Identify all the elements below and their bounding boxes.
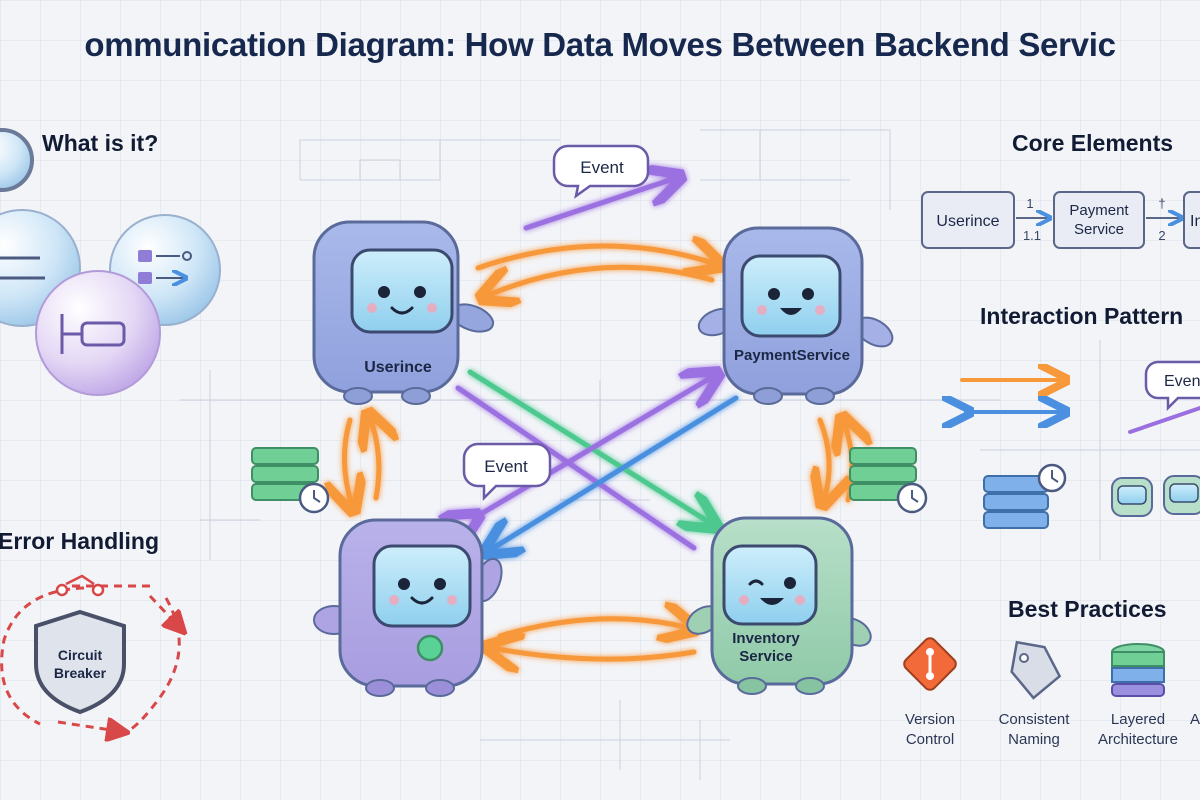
arrow-cross-purple-up [474, 376, 714, 518]
user-service-label: Userince [364, 359, 432, 376]
interaction-patterns-illustration: Even [962, 360, 1200, 434]
breaker-label: Breaker [54, 665, 107, 681]
inventory-label-line2: Service [739, 648, 792, 665]
core-box-payment [1053, 191, 1145, 249]
shield-icon [34, 609, 126, 715]
payment-service-label: PaymentService [734, 347, 850, 364]
heading-interaction-patterns: Interaction Pattern [980, 303, 1184, 329]
svg-text:In: In [1190, 213, 1200, 230]
event-bubble-top: Event [552, 144, 650, 199]
magnifier-icon [0, 128, 34, 192]
event-patterns-label: Even [1164, 373, 1200, 390]
page-title: ommunication Diagram: How Data Moves Bet… [84, 26, 1116, 63]
core-box-userince [921, 191, 1015, 249]
arrow-payment-to-user [486, 264, 715, 296]
arrow-user-to-service-left [344, 417, 352, 506]
heading-error-handling: Error Handling [0, 528, 160, 554]
svg-text:Payment: Payment [1069, 202, 1129, 219]
circuit-label: Circuit [58, 647, 103, 663]
robot-bottom-left-service [313, 518, 503, 697]
event-top-label: Event [580, 158, 624, 177]
pattern-event-arrow [1128, 406, 1200, 434]
arrow-user-to-payment [475, 246, 716, 268]
patterns-mini-robots [1111, 475, 1200, 517]
main-arrows [344, 178, 852, 659]
heading-what-is-it: What is it? [42, 130, 159, 156]
arrow-cross-blue [490, 395, 739, 550]
robot-payment-service: PaymentService [697, 226, 894, 405]
heading-core-elements: Core Elements [1012, 130, 1174, 156]
arrow-inventory-to-service [492, 648, 697, 659]
best-practice-partial: A [1190, 711, 1200, 728]
arrow-service-to-inventory [497, 619, 690, 636]
database-stack-icon [1111, 643, 1165, 697]
core-elements-diagram: Userince 1 1.1 Payment Service † 2 In [921, 191, 1200, 249]
git-diamond-icon [903, 637, 957, 691]
best-practice-version-control: Version Control [904, 711, 956, 748]
svg-text:1: 1 [1026, 196, 1033, 211]
event-bubble-center: Event [462, 442, 552, 502]
database-left-icon [251, 447, 330, 514]
svg-text:†: † [1158, 196, 1165, 211]
what-is-it-illustration [0, 128, 221, 396]
database-right-icon [849, 447, 928, 514]
svg-text:2: 2 [1158, 228, 1165, 243]
inventory-label-line1: Inventory [732, 630, 800, 647]
robot-user-service: Userince [312, 220, 495, 405]
svg-text:1.1: 1.1 [1023, 228, 1041, 243]
robot-inventory-service: Inventory Service [686, 516, 872, 695]
svg-text:Service: Service [1074, 221, 1124, 238]
tag-icon [1010, 640, 1062, 700]
bubble-component-icon [35, 270, 161, 396]
heading-best-practices: Best Practices [1008, 596, 1167, 622]
svg-text:Userince: Userince [936, 213, 999, 230]
switch-icon [55, 574, 105, 597]
core-box-partial [1183, 191, 1200, 249]
error-handling-illustration: Circuit Breaker [0, 574, 182, 733]
patterns-database-icon [983, 463, 1067, 529]
arrow-service-to-user-left [370, 418, 379, 501]
arrow-payment-to-inventory [820, 417, 829, 500]
best-practice-consistent-naming: Consistent Naming [998, 711, 1070, 748]
event-center-label: Event [484, 457, 528, 476]
best-practice-layered-architecture: Layered Architecture [1097, 711, 1179, 748]
arrow-event-top [523, 178, 676, 231]
